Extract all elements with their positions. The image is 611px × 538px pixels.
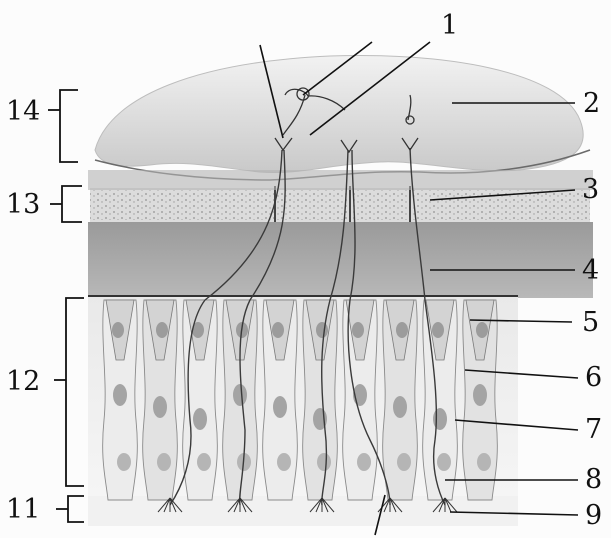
basal-nucleus [197, 453, 211, 471]
label-1: 1 [441, 10, 458, 41]
nucleus [112, 322, 124, 338]
label-12: 12 [6, 366, 40, 397]
nucleus [272, 322, 284, 338]
nucleus [473, 384, 487, 406]
label-14: 14 [6, 96, 40, 127]
label-13: 13 [6, 189, 40, 220]
basal-nucleus [357, 453, 371, 471]
label-6: 6 [585, 362, 602, 393]
basal-nucleus [277, 453, 291, 471]
nucleus [316, 322, 328, 338]
nucleus [396, 322, 408, 338]
nucleus [432, 322, 444, 338]
label-7: 7 [585, 414, 602, 445]
nucleus [193, 408, 207, 430]
basal-nucleus [117, 453, 131, 471]
basal-nucleus [437, 453, 451, 471]
nucleus [273, 396, 287, 418]
label-9: 9 [585, 500, 602, 531]
nucleus [352, 322, 364, 338]
basal-nucleus [157, 453, 171, 471]
nucleus [113, 384, 127, 406]
nucleus [393, 396, 407, 418]
label-8: 8 [585, 464, 602, 495]
label-11: 11 [6, 494, 40, 525]
lamina-upper [88, 170, 593, 190]
nucleus [476, 322, 488, 338]
label-3: 3 [582, 174, 599, 205]
nucleus [153, 396, 167, 418]
basal-nucleus [317, 453, 331, 471]
nucleus [233, 384, 247, 406]
label-2: 2 [583, 88, 600, 119]
label-5: 5 [582, 307, 599, 338]
lamina-propria [88, 222, 593, 298]
basal-nucleus [477, 453, 491, 471]
nucleus [433, 408, 447, 430]
basal-nucleus [397, 453, 411, 471]
label-4: 4 [582, 255, 599, 286]
bottom-band [88, 496, 518, 526]
nucleus [156, 322, 168, 338]
